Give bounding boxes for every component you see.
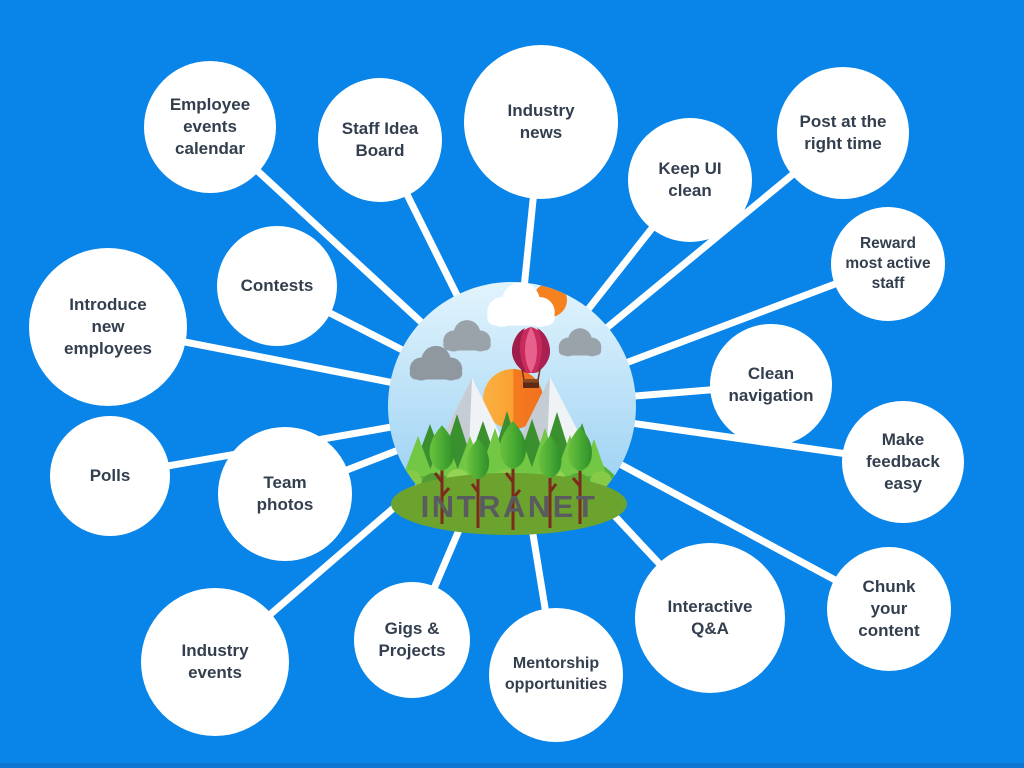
node-make-feedback-easy: Make feedback easy	[842, 401, 964, 523]
node-label: Interactive Q&A	[667, 596, 753, 638]
node-label: Staff Idea Board	[341, 118, 419, 160]
tree-icon	[433, 450, 582, 530]
ground-ellipse	[391, 473, 627, 535]
node-gigs-projects: Gigs & Projects	[354, 582, 470, 698]
node-introduce-new-employees: Introduce new employees	[29, 248, 187, 406]
node-label: Clean navigation	[728, 363, 814, 405]
node-post-at-the-right-time: Post at the right time	[777, 67, 909, 199]
node-clean-navigation: Clean navigation	[710, 324, 832, 446]
node-industry-news: Industry news	[464, 45, 618, 199]
node-label: Industry news	[507, 100, 575, 142]
node-contests: Contests	[217, 226, 337, 346]
node-staff-idea-board: Staff Idea Board	[318, 78, 442, 202]
node-label: Gigs & Projects	[378, 618, 446, 660]
node-reward-most-active-staff: Reward most active staff	[831, 207, 945, 321]
node-polls: Polls	[50, 416, 170, 536]
node-employee-events-calendar: Employee events calendar	[144, 61, 276, 193]
intranet-label: INTRANET	[421, 489, 598, 524]
node-label: Polls	[89, 465, 131, 485]
node-label: Introduce new employees	[64, 294, 152, 359]
node-chunk-your-content: Chunk your content	[827, 547, 951, 671]
node-label: Team photos	[256, 472, 314, 514]
node-label: Mentorship opportunities	[504, 655, 608, 693]
node-industry-events: Industry events	[141, 588, 289, 736]
node-label: Contests	[240, 275, 314, 295]
bottom-edge-strip	[0, 763, 1024, 768]
node-label: Chunk your content	[858, 576, 920, 641]
node-label: Make feedback easy	[866, 429, 940, 494]
hot-air-balloon-icon	[512, 327, 550, 388]
intranet-illustration: INTRANET	[388, 282, 636, 535]
node-label: Post at the right time	[799, 111, 887, 153]
node-interactive-qa: Interactive Q&A	[635, 543, 785, 693]
node-label: Industry events	[181, 640, 249, 682]
node-team-photos: Team photos	[218, 427, 352, 561]
node-label: Reward most active staff	[845, 234, 931, 293]
node-mentorship-opportunities: Mentorship opportunities	[489, 608, 623, 742]
node-label: Employee events calendar	[169, 94, 251, 159]
node-keep-ui-clean: Keep UI clean	[628, 118, 752, 242]
node-label: Keep UI clean	[658, 158, 722, 200]
